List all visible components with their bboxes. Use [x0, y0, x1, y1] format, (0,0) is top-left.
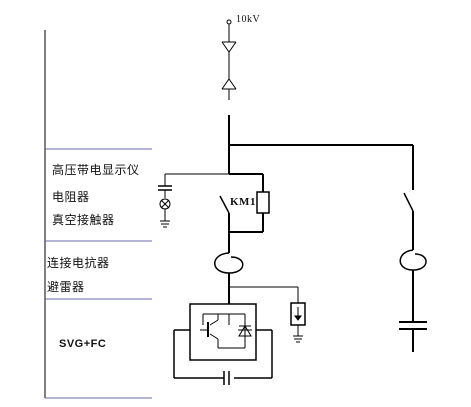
supply-voltage: 10kV [236, 14, 261, 25]
right-reactor-icon [399, 249, 427, 271]
source-terminal [226, 19, 232, 25]
plug-bottom-icon [221, 78, 237, 90]
legend-vacuum-contactor: 真空接触器 [52, 213, 115, 227]
svg-module-box [189, 303, 257, 361]
legend-reactor: 连接电抗器 [47, 256, 110, 270]
resistor-icon [256, 191, 270, 214]
legend-hv-indicator: 高压带电显示仪 [52, 163, 140, 177]
igbt-icon [200, 313, 252, 349]
legend-svg-fc: SVG+FC [59, 338, 107, 350]
legend-arrester: 避雷器 [47, 280, 85, 294]
contactor-label: KM1 [230, 196, 256, 208]
diode-icon [238, 325, 252, 337]
plug-top-icon [221, 41, 237, 53]
reactor-icon [214, 252, 244, 274]
legend-resistor: 电阻器 [52, 190, 90, 204]
